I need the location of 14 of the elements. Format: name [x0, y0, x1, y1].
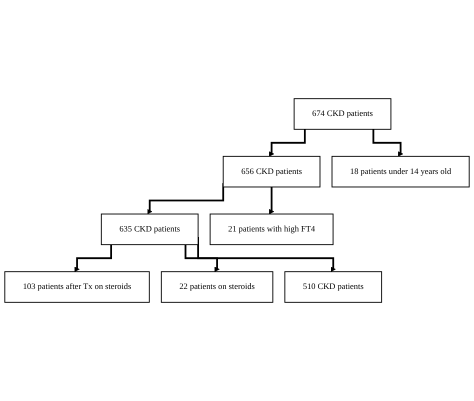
node-box: 510 CKD patients — [284, 271, 382, 303]
arrow — [147, 183, 224, 214]
arrow — [184, 244, 220, 272]
node-box: 22 patients on steroids — [160, 271, 274, 303]
arrow — [74, 244, 112, 272]
node-box: 674 CKD patients — [294, 98, 392, 130]
node-box: 656 CKD patients — [222, 156, 320, 188]
arrow — [268, 186, 274, 214]
node-box: 635 CKD patients — [100, 214, 199, 246]
node-box: 18 patients under 14 years old — [332, 156, 470, 188]
node-box: 21 patients with high FT4 — [210, 214, 334, 246]
arrow — [372, 129, 404, 157]
arrow — [268, 129, 306, 157]
node-box: 103 patients after Tx on steroids — [4, 271, 150, 303]
